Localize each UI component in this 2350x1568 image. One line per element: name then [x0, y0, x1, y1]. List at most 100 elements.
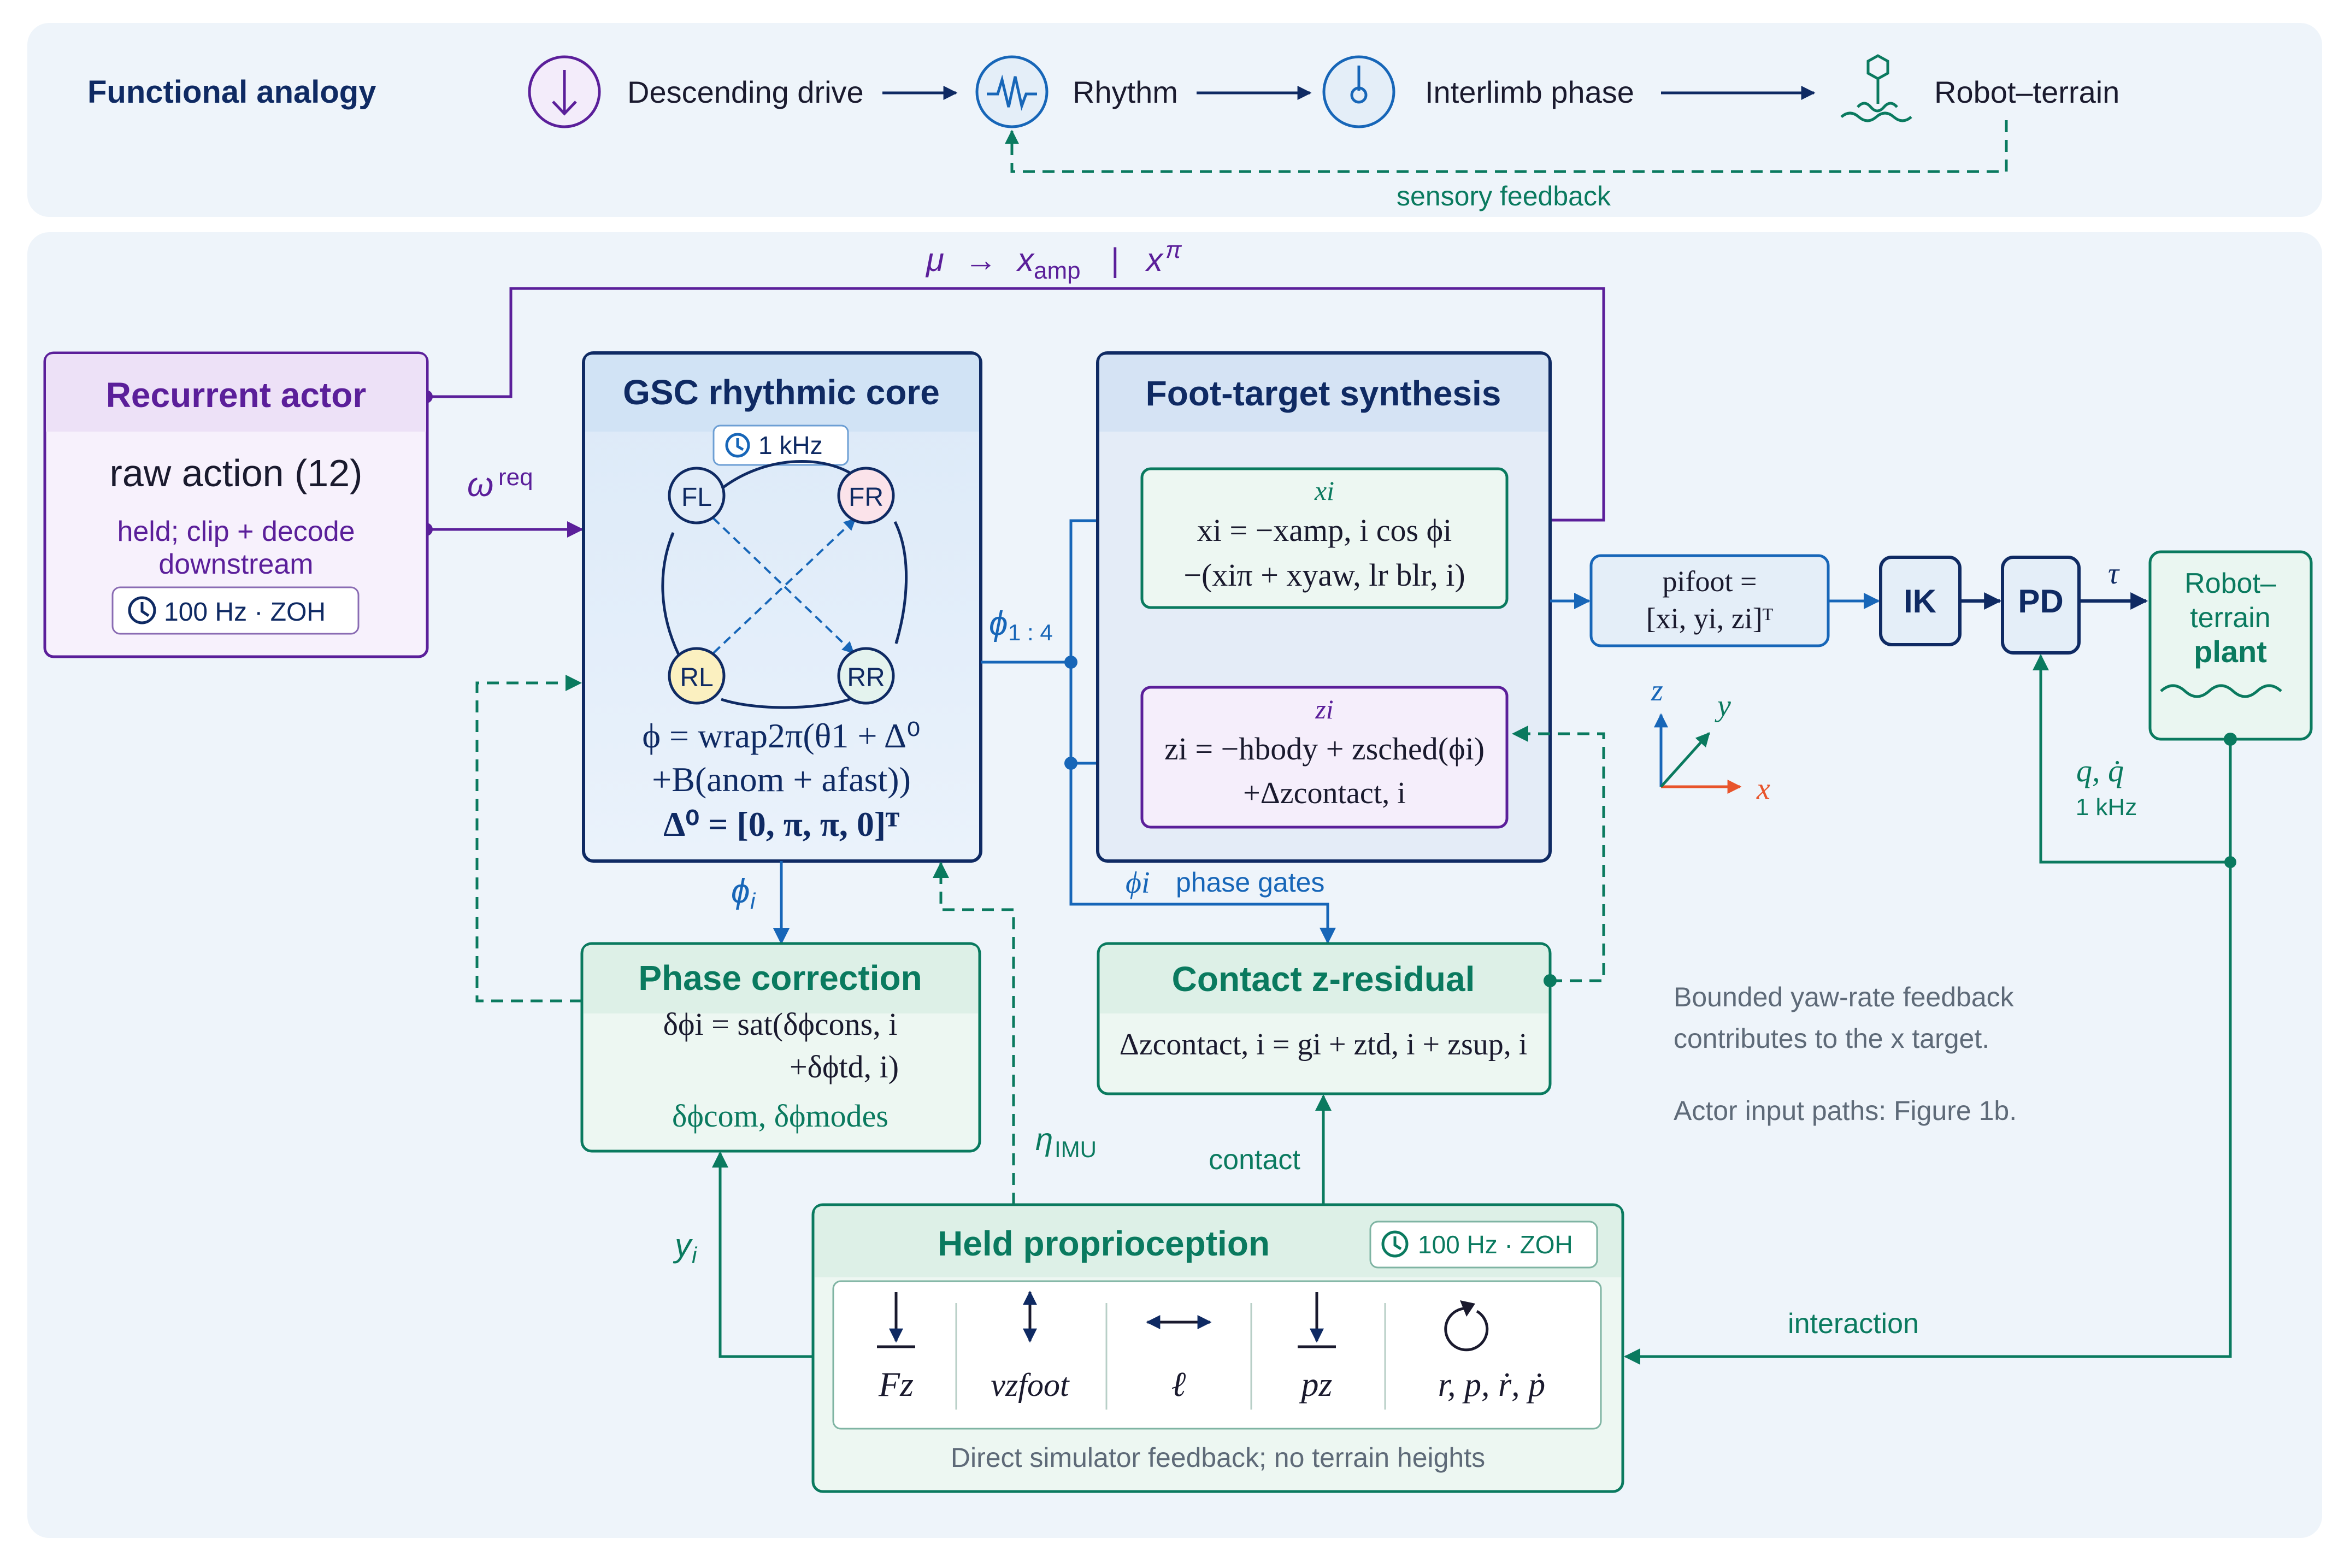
phase-correction-to-gsc [475, 675, 582, 1003]
phase-correction-eq-1: δϕi = sat(δϕcons, i [663, 1006, 898, 1042]
phase-gates-label: phase gates [1176, 867, 1324, 898]
svg-text:IMU: IMU [1055, 1136, 1097, 1162]
leg-node-fr: FR [837, 467, 895, 524]
plant-line-3: plant [2194, 634, 2267, 669]
omega-req-label: ω req [467, 464, 533, 504]
position-down-arrow-icon [1298, 1292, 1336, 1348]
gsc-equation-line-1: ϕ = wrap2π(θ1 + Δ⁰ [642, 716, 920, 755]
rotation-arrow-icon [1444, 1300, 1489, 1352]
phi-i-down-label: ϕ i [731, 873, 756, 914]
held-footer: Direct simulator feedback; no terrain he… [951, 1442, 1485, 1473]
svg-text:RR: RR [847, 663, 885, 692]
actor-title: Recurrent actor [106, 375, 367, 415]
gsc-equation-line-2: +B(anom + afast)) [652, 760, 911, 799]
held-title: Held proprioception [938, 1224, 1270, 1263]
actor-note-2: downstream [158, 549, 313, 580]
foot-title: Foot-target synthesis [1146, 374, 1501, 413]
actor-raw-action: raw action (12) [110, 452, 363, 494]
phase-correction-title: Phase correction [638, 958, 922, 998]
signal-rotation: r, p, ṙ, ṗ [1438, 1366, 1545, 1404]
svg-text:x: x [1016, 241, 1035, 278]
signal-ell: ℓ [1171, 1365, 1186, 1404]
z-target-equation-1: zi = −hbody + zsched(ϕi) [1164, 731, 1485, 767]
svg-text:FR: FR [849, 483, 884, 512]
axis-x-label: x [1756, 772, 1770, 806]
held-proprioception-box: Held proprioception 100 Hz · ZOH Fz vzfo… [811, 1203, 1624, 1493]
rhythm-wave-icon [975, 55, 1049, 128]
svg-text:q, q̇: q, q̇ [2076, 753, 2124, 788]
banner-item-interlimb-phase: Interlimb phase [1425, 75, 1634, 109]
svg-text:|: | [1111, 241, 1120, 278]
plant-line-2: terrain [2190, 602, 2270, 634]
velocity-updown-arrow-icon [1023, 1290, 1037, 1343]
svg-text:x: x [1145, 241, 1164, 278]
signal-pz: pz [1299, 1365, 1333, 1404]
foot-target-synthesis-box: Foot-target synthesis xi xi = −xamp, i c… [1096, 351, 1552, 863]
x-target-label: xi [1314, 475, 1334, 506]
note-line-3: Actor input paths: Figure 1b. [1674, 1095, 2017, 1126]
foot-position-line-2: [xi, yi, zi]ᵀ [1646, 602, 1774, 635]
imu-feedback-path [933, 862, 1015, 1205]
clock-dial-icon [1322, 55, 1395, 128]
y-i-label: y i [673, 1227, 698, 1268]
banner-item-rhythm: Rhythm [1073, 75, 1178, 109]
gsc-equation-line-3: Δ⁰ = [0, π, π, 0]ᵀ [663, 805, 899, 844]
actor-rate-text: 100 Hz · ZOH [164, 598, 326, 627]
actor-to-x-target-path [426, 287, 1605, 528]
x-target-equation-2: −(xiπ + xyaw, lr blr, i) [1183, 557, 1465, 593]
recurrent-actor-box: Recurrent actor raw action (12) held; cl… [43, 351, 429, 658]
actor-note-1: held; clip + decode [117, 516, 355, 547]
svg-text:i: i [750, 888, 756, 914]
interaction-label: interaction [1788, 1308, 1919, 1340]
x-target-equation-1: xi = −xamp, i cos ϕi [1197, 512, 1452, 548]
phase-gates-phi: ϕi [1126, 866, 1150, 900]
terrain-wave-icon [2160, 684, 2282, 698]
sensory-feedback-label: sensory feedback [1397, 181, 1611, 211]
banner-item-robot-terrain: Robot–terrain [1934, 75, 2119, 109]
svg-text:π: π [1165, 237, 1182, 263]
banner-item-descending-drive: Descending drive [627, 75, 864, 109]
contact-edge-label: contact [1209, 1144, 1300, 1176]
foot-position-line-1: pifoot = [1663, 565, 1757, 598]
z-target-label: zi [1315, 694, 1333, 724]
gsc-rate-badge [712, 425, 849, 466]
svg-text:→: → [964, 241, 997, 278]
axis-y-label: y [1715, 689, 1731, 723]
down-arrow-icon [528, 55, 601, 128]
svg-text:μ: μ [925, 241, 944, 278]
contact-residual-eq: Δzcontact, i = gi + ztd, i + zsup, i [1120, 1028, 1528, 1062]
contact-residual-title: Contact z-residual [1172, 959, 1475, 999]
phase-correction-eq-2: +δϕtd, i) [790, 1049, 899, 1084]
leg-node-fl: FL [668, 467, 726, 524]
contact-z-residual-box: Contact z-residual Δzcontact, i = gi + z… [1097, 942, 1552, 1095]
ik-box: IK [1879, 556, 1962, 646]
gsc-core-box: GSC rhythmic core 1 kHz FL FR RL RR [582, 351, 982, 863]
svg-text:RL: RL [680, 663, 713, 692]
robot-terrain-plant-box: Robot– terrain plant [2148, 550, 2313, 741]
leg-node-rr: RR [837, 647, 895, 705]
top-path-label: μ → x amp | x π [925, 237, 1182, 284]
eta-imu-label: η IMU [1035, 1122, 1097, 1162]
note-line-2: contributes to the x target. [1674, 1023, 1989, 1054]
gsc-rate-text: 1 kHz [758, 431, 823, 459]
signal-vz-foot: vzfoot [991, 1367, 1070, 1403]
clock-icon [128, 596, 156, 624]
held-rate-badge [1369, 1221, 1598, 1269]
leg-node-rl: RL [668, 647, 726, 705]
contact-residual-to-z-target [1512, 726, 1605, 982]
banner-background [27, 23, 2322, 217]
functional-analogy-banner: Functional analogy Descending drive Rhyt… [27, 23, 2322, 217]
force-down-arrow-icon [877, 1292, 915, 1348]
phi-1-4-label: ϕ 1 : 4 [989, 605, 1053, 645]
svg-text:ω: ω [467, 466, 493, 504]
plant-line-1: Robot– [2184, 568, 2276, 599]
z-target-box: zi zi = −hbody + zsched(ϕi) +Δzcontact, … [1140, 686, 1509, 829]
svg-text:ϕ: ϕ [989, 605, 1008, 642]
signal-strip [832, 1280, 1602, 1430]
pd-box: PD [2001, 556, 2081, 655]
svg-text:FL: FL [681, 483, 712, 512]
q-feedback-label: q, q̇ 1 kHz [2076, 753, 2137, 821]
clock-icon [1381, 1230, 1409, 1258]
svg-text:i: i [692, 1242, 698, 1268]
